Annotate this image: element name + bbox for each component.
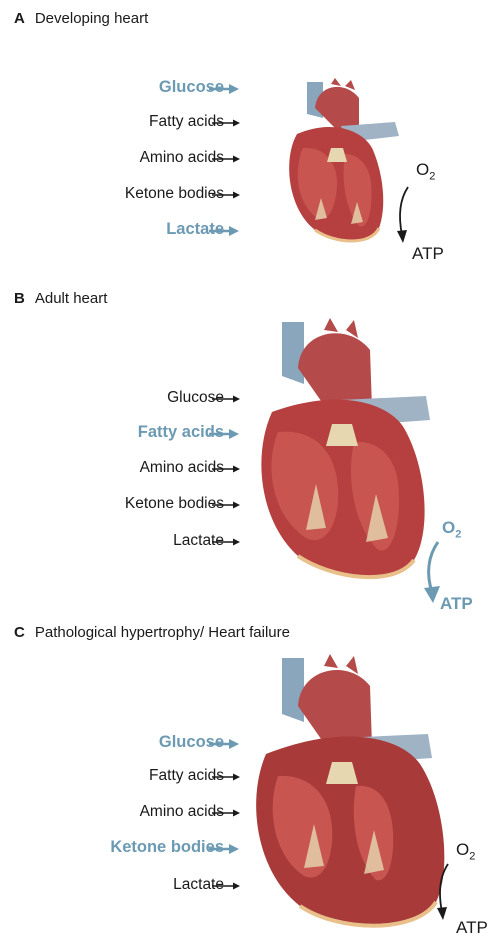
o2-to-atp-arrow-icon [432,862,462,922]
o2-label: O2 [456,840,475,862]
substrate-label: Amino acids [4,803,224,821]
panel-title: C Pathological hypertrophy/ Heart failure [14,624,290,641]
substrate-label: Fatty acids [4,767,224,785]
heart-illustration [252,650,452,935]
substrate-label: Lactate [4,876,224,894]
arrow-icon [209,739,239,749]
panel-letter: C [14,624,25,641]
atp-label: ATP [456,918,488,938]
substrate-label: Glucose [4,733,224,752]
arrow-icon [212,881,242,891]
panel-title-text: Pathological hypertrophy/ Heart failure [35,624,290,641]
arrow-icon [212,772,242,782]
arrow-icon [209,844,239,854]
arrow-icon [212,808,242,818]
substrate-label: Ketone bodies [4,838,224,857]
